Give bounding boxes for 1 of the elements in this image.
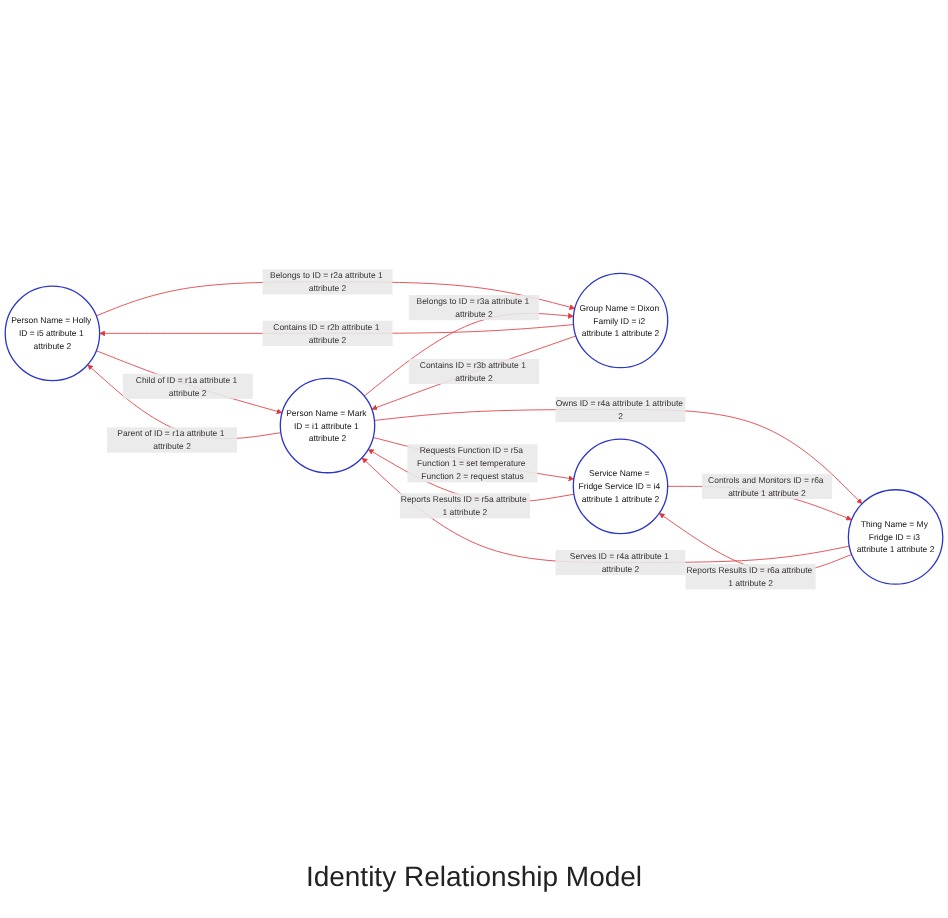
- caption: Identity Relationship Model: [303, 860, 645, 892]
